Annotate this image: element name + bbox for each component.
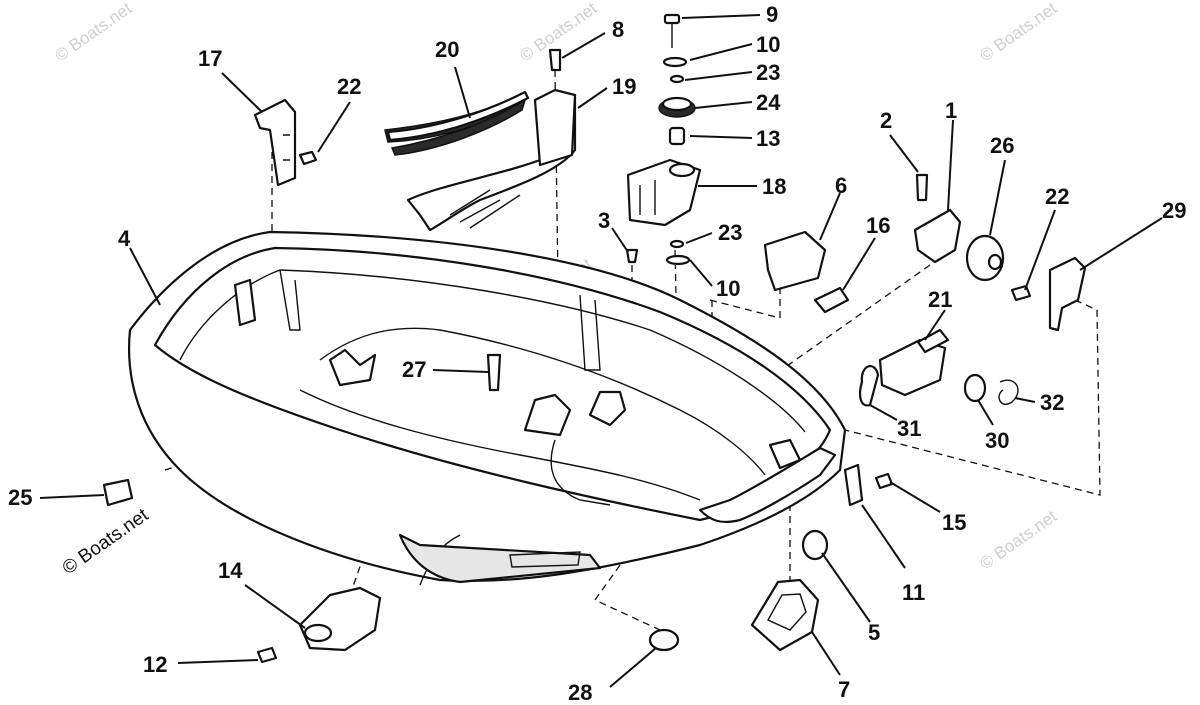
watermark-top-left: © Boats.net xyxy=(51,0,135,65)
callout-14: 14 xyxy=(218,558,243,583)
callout-3: 3 xyxy=(598,208,610,233)
callout-30: 30 xyxy=(985,428,1009,453)
callout-labels: 17 22 20 8 9 10 23 24 13 19 18 2 1 26 22… xyxy=(8,2,1186,705)
right-bracket xyxy=(1048,256,1087,332)
callout-32: 32 xyxy=(1040,390,1064,415)
callout-24: 24 xyxy=(756,90,781,115)
callout-23-mid: 23 xyxy=(718,220,742,245)
callout-25: 25 xyxy=(8,485,32,510)
callout-12: 12 xyxy=(143,652,167,677)
callout-10-mid: 10 xyxy=(716,276,740,301)
callout-31: 31 xyxy=(897,416,921,441)
callout-29: 29 xyxy=(1162,198,1186,223)
clip-parts xyxy=(763,230,850,314)
watermark-top-right: © Boats.net xyxy=(976,0,1060,65)
callout-13: 13 xyxy=(756,126,780,151)
callout-7: 7 xyxy=(838,677,850,702)
callout-26: 26 xyxy=(990,133,1014,158)
callout-2: 2 xyxy=(880,108,892,133)
callout-18: 18 xyxy=(762,174,786,199)
callout-4: 4 xyxy=(118,226,131,251)
latch xyxy=(913,208,1005,282)
pan-gasket xyxy=(384,90,530,156)
grommets xyxy=(648,463,864,652)
callout-17: 17 xyxy=(198,46,222,71)
callout-23-top: 23 xyxy=(756,60,780,85)
mount-bracket xyxy=(626,158,702,227)
callout-6: 6 xyxy=(835,173,847,198)
callout-5: 5 xyxy=(868,620,880,645)
callout-28: 28 xyxy=(568,680,592,705)
callout-1: 1 xyxy=(945,98,957,123)
callout-10-top: 10 xyxy=(756,32,780,57)
pivot-bracket xyxy=(298,586,382,652)
callout-8: 8 xyxy=(612,17,624,42)
callout-22-left: 22 xyxy=(337,74,361,99)
callout-21: 21 xyxy=(928,287,952,312)
callout-20: 20 xyxy=(435,37,459,62)
callout-27: 27 xyxy=(402,357,426,382)
leader-lines xyxy=(39,14,1163,688)
callout-15: 15 xyxy=(942,510,966,535)
front-bracket xyxy=(406,88,577,232)
callout-22-right: 22 xyxy=(1045,184,1069,209)
watermark-lower-left: © Boats.net xyxy=(59,504,153,579)
callout-9: 9 xyxy=(766,2,778,27)
callout-11: 11 xyxy=(902,580,925,605)
fuel-connector xyxy=(859,328,1019,407)
callout-16: 16 xyxy=(866,213,890,238)
watermark-lower-right: © Boats.net xyxy=(976,506,1060,573)
mount-stack xyxy=(658,13,696,266)
callout-19: 19 xyxy=(612,74,636,99)
left-bracket xyxy=(253,98,297,187)
